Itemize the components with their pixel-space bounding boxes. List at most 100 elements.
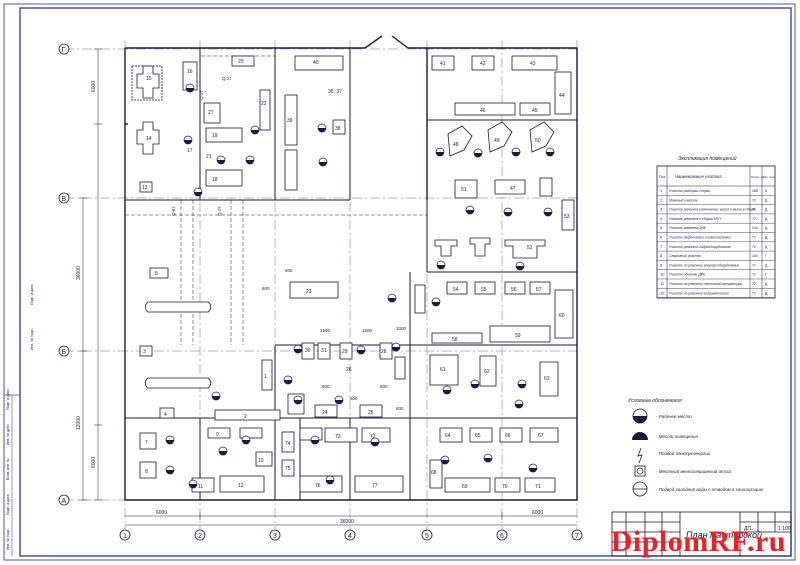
margin-label-top-2: Подп. и дата (30, 284, 34, 305)
explication-header-area: Площ. м² (751, 175, 764, 179)
engine-stands (136, 65, 559, 415)
explication-name: Участок по ремонту топливной аппаратуры (669, 282, 743, 286)
label-20: 20 (238, 59, 244, 65)
workplace-marker-fill (194, 192, 202, 196)
label-61: 61 (440, 367, 446, 373)
label-75: 75 (285, 466, 291, 472)
crane-label-c: Q-6т (171, 206, 176, 216)
workplace-marker-fill (189, 484, 197, 488)
margin-label-5: Подп. и дата (6, 389, 10, 410)
room-labels: 15 16 20 40 41 42 43 44 45 46 27 19 18 1… (142, 59, 570, 490)
dim-600-f: 600 (396, 406, 404, 411)
label-40: 40 (313, 60, 319, 66)
label-12: 12 (238, 483, 244, 489)
explication-header-note: Кат. пом. (763, 175, 775, 179)
label-2: 2 (244, 414, 247, 420)
label-54: 54 (453, 287, 459, 293)
label-66: 66 (505, 433, 511, 439)
explication-table: Экспликация помещений Поз. Наименование … (656, 155, 775, 299)
explication-name: Участок ремонта коленчатых валов и валов… (669, 208, 755, 212)
explication-name: Участок по ремонту электрооборудования (669, 263, 739, 267)
label-24: 24 (322, 410, 328, 416)
explication-area: 72 (752, 273, 756, 277)
axis-col-7: 7 (575, 533, 579, 540)
workplace-marker-fill (515, 404, 523, 408)
workplace-marker-fill (529, 468, 537, 472)
workplace-marker-fill (392, 347, 400, 351)
workplace-marker-fill (284, 380, 292, 384)
workplace-marker-fill (512, 152, 520, 156)
label-51: 51 (461, 187, 467, 193)
label-42: 42 (480, 61, 486, 67)
scale-value: 1:100 (778, 526, 791, 532)
workplace-marker-fill (388, 298, 396, 302)
column-axis-markers (119, 529, 583, 541)
exterior-walls (124, 35, 578, 501)
label-9: 9 (216, 432, 219, 438)
workplace-marker-fill (246, 160, 254, 164)
explication-area: 72 (752, 245, 756, 249)
label-7: 7 (145, 440, 148, 446)
workplace-markers (165, 83, 555, 489)
explication-note: Д (765, 282, 768, 286)
explication-area: 72 (752, 236, 756, 240)
label-5: 5 (155, 271, 158, 277)
label-60: 60 (559, 313, 565, 319)
workplace-marker-fill (251, 130, 259, 134)
workplace-marker-fill (212, 396, 220, 400)
label-69: 69 (462, 484, 468, 490)
label-22: 22 (261, 101, 267, 107)
explication-header-num: Поз. (659, 175, 666, 179)
explication-name: Участок обкатки ДВК (669, 273, 706, 277)
label-57: 57 (536, 287, 542, 293)
label-77: 77 (372, 483, 378, 489)
label-58: 58 (452, 337, 458, 343)
workplace-marker-fill (436, 152, 444, 156)
axis-row-b: Б (62, 349, 67, 356)
explication-area: 288 (752, 189, 758, 193)
label-63: 63 (544, 376, 550, 382)
label-72: 72 (370, 434, 376, 440)
label-45: 45 (532, 108, 538, 114)
local-dimensions: 600 600 1500 1500 1000 600 600 600 600 (262, 268, 407, 411)
workplace-marker-fill (186, 88, 194, 92)
workplace-marker-fill (504, 212, 512, 216)
explication-num: 4 (660, 216, 663, 221)
explication-num: 8 (660, 253, 663, 258)
explication-note: Д (765, 217, 768, 221)
label-76: 76 (315, 483, 321, 489)
label-25: 25 (368, 410, 374, 416)
explication-area: 144 (752, 226, 758, 230)
dim-600-a: 600 (285, 268, 293, 273)
explication-note: Б (765, 189, 768, 193)
inner-frame (19, 7, 792, 557)
explication-num: 9 (660, 262, 663, 267)
dim-1500-b: 1500 (362, 328, 373, 333)
explication-name: Моечный участок (669, 198, 698, 202)
legend: Условные обозначения - Рабочее место - М… (628, 398, 764, 497)
workplace-marker-fill (437, 265, 445, 269)
explication-name: Сварочный участок (669, 254, 701, 258)
dim-600-e: 600 (380, 384, 388, 389)
explication-area: 72 (752, 282, 756, 286)
workplace-marker-fill (466, 210, 474, 214)
label-4: 4 (164, 412, 167, 418)
workplace-marker-fill (441, 460, 449, 464)
explication-area: 72 (752, 263, 756, 267)
dim-600-b: 600 (262, 286, 270, 291)
margin-label-2: Подп. и дата (6, 494, 10, 515)
explication-name: Участок дефектовки и комплектовки (669, 236, 731, 240)
label-68: 68 (431, 470, 437, 476)
explication-num: 6 (660, 235, 663, 240)
axis-col-6: 6 (500, 533, 504, 540)
label-70: 70 (502, 484, 508, 490)
workplace-marker-fill (335, 400, 343, 404)
label-1: 1 (264, 374, 267, 380)
workplace-marker-fill (371, 442, 379, 446)
workplace-marker-fill (484, 458, 492, 462)
explication-num: 5 (660, 225, 663, 230)
workplace-marker-fill (319, 162, 327, 166)
label-21: 21 (206, 154, 212, 160)
explication-title: Экспликация помещений (678, 155, 737, 162)
